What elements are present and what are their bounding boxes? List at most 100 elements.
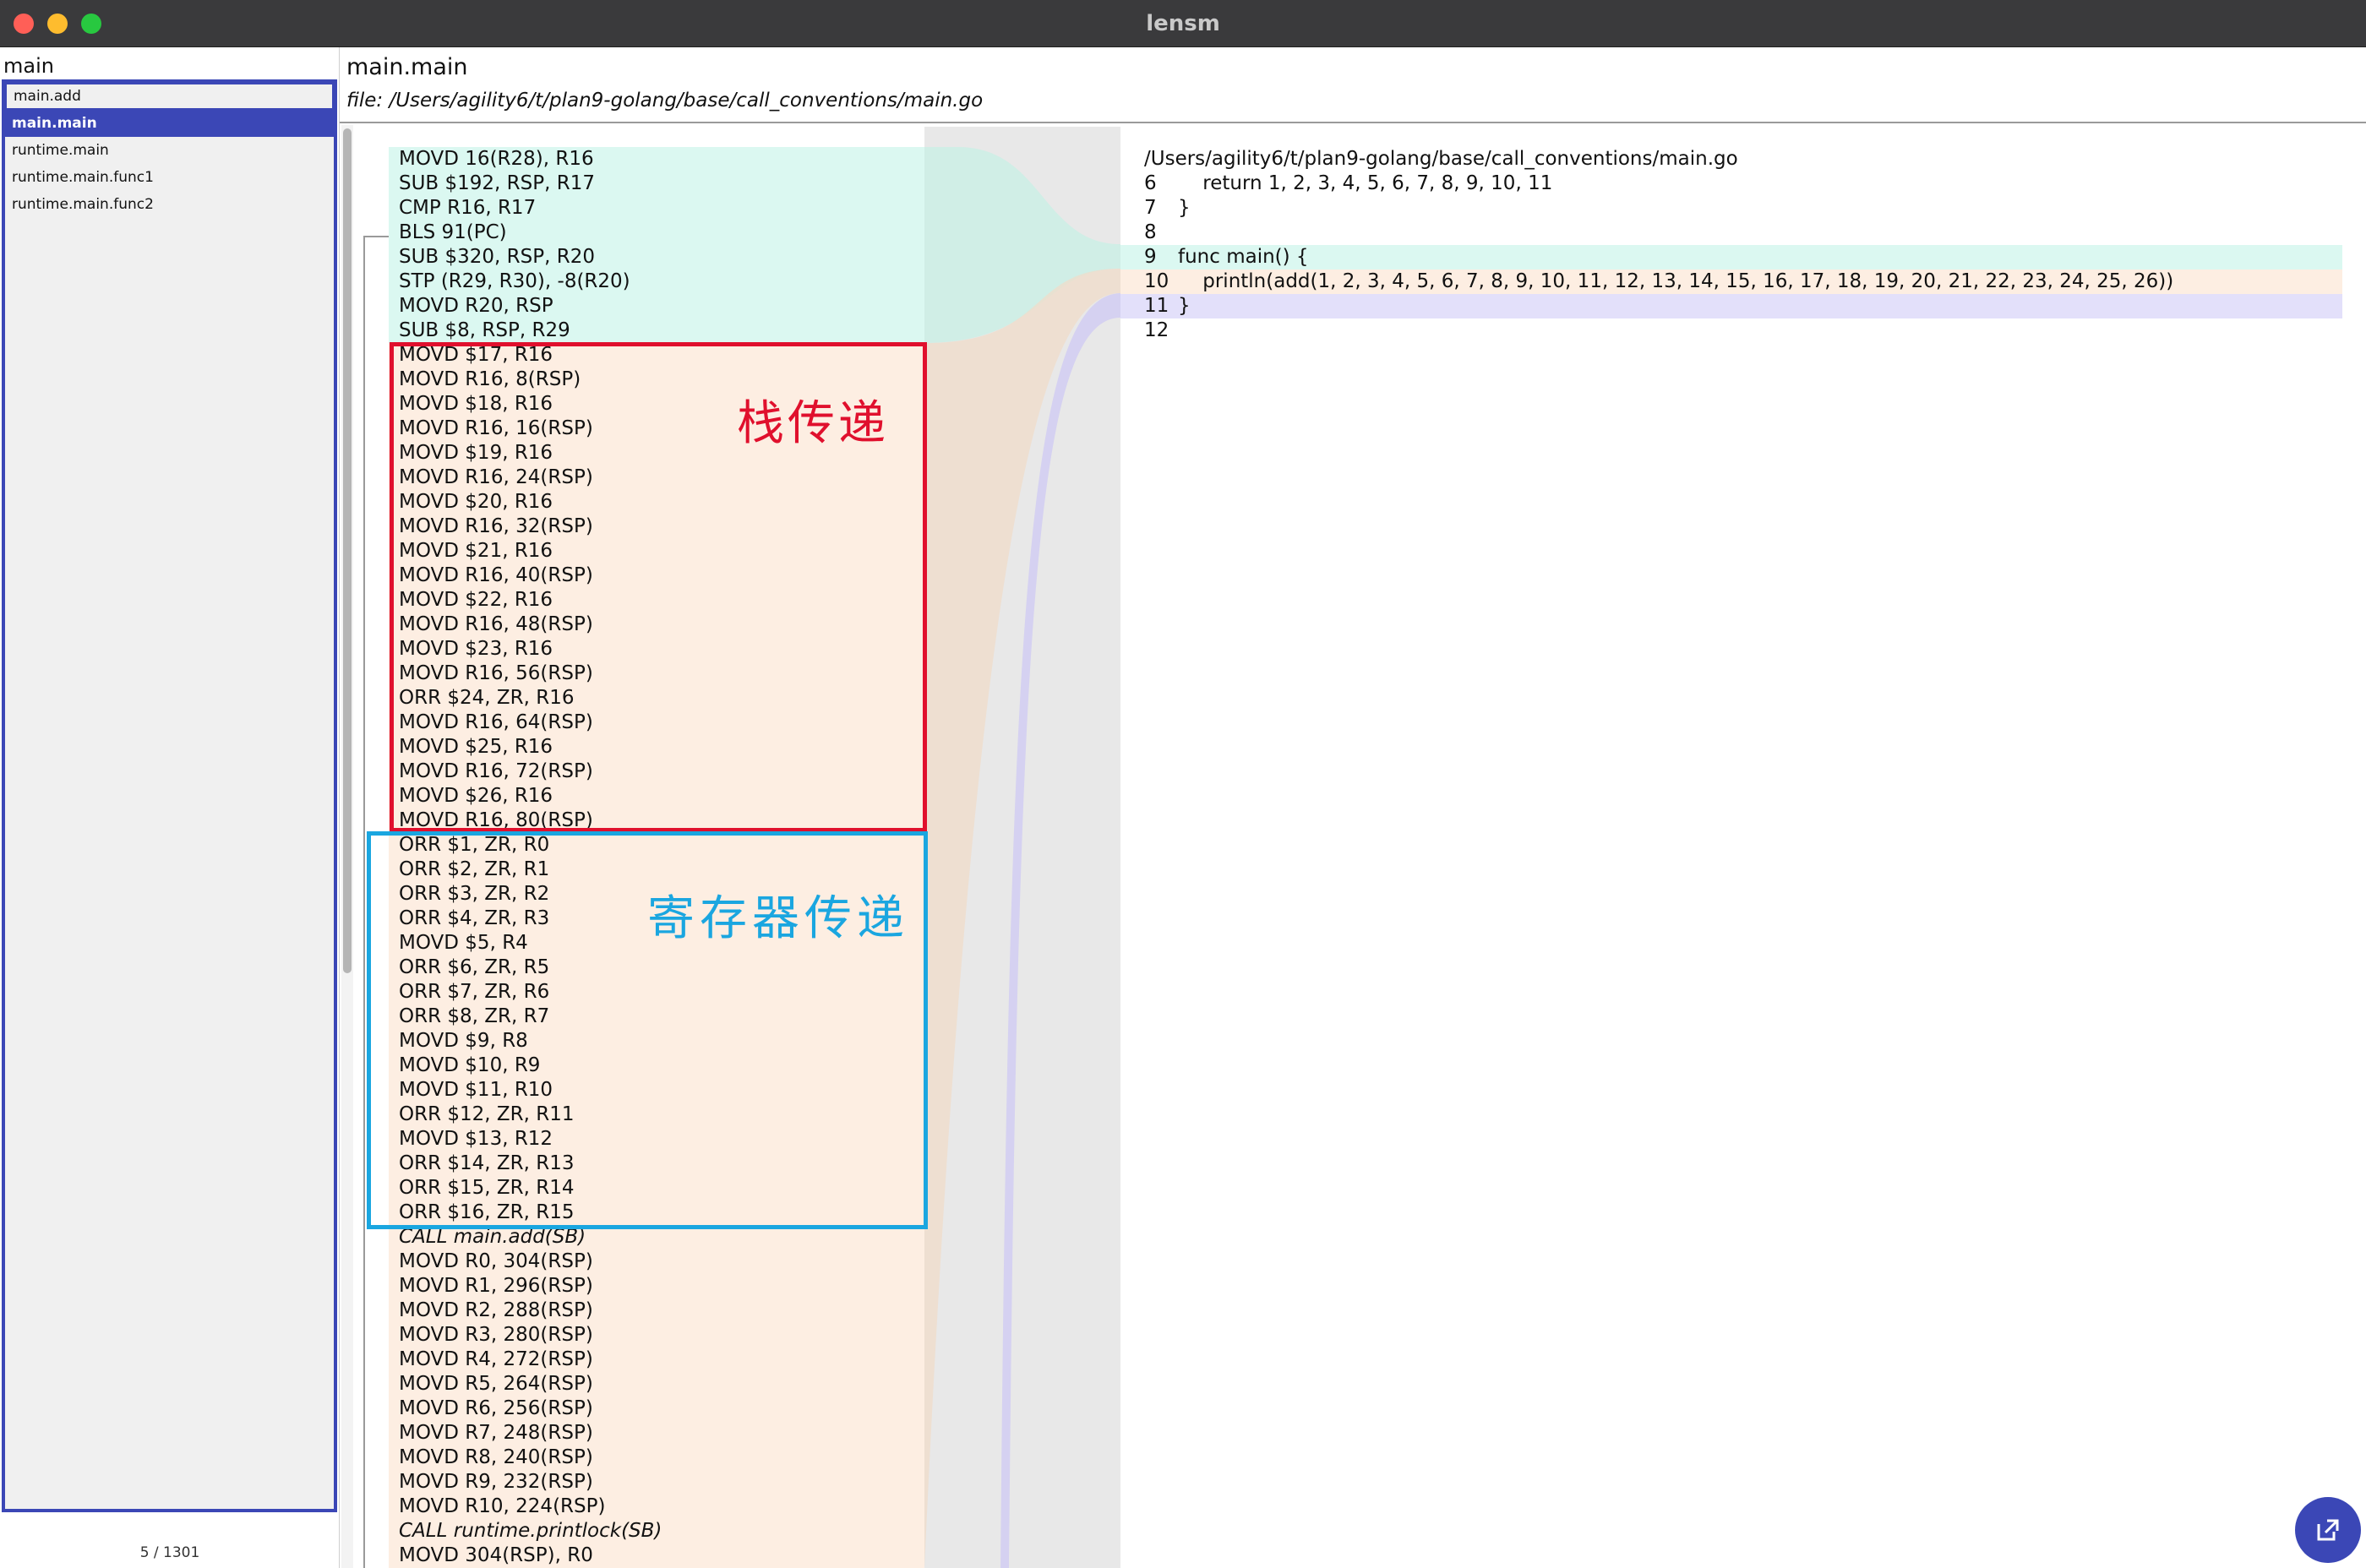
close-window-button[interactable] [14,14,34,34]
asm-instruction[interactable]: MOVD R16, 40(RSP) [399,564,593,586]
asm-instruction[interactable]: ORR $14, ZR, R13 [399,1152,575,1174]
asm-instruction[interactable]: ORR $15, ZR, R14 [399,1177,575,1199]
asm-instruction[interactable]: ORR $8, ZR, R7 [399,1005,550,1027]
asm-instruction[interactable]: MOVD $19, R16 [399,442,553,464]
asm-instruction[interactable]: ORR $16, ZR, R15 [399,1201,575,1223]
flow-line-10 [924,269,1120,1568]
asm-instruction[interactable]: BLS 91(PC) [399,221,507,243]
asm-instruction[interactable]: MOVD $20, R16 [399,491,553,513]
source-line-number: 11 [1144,295,1169,317]
asm-instruction[interactable]: MOVD $23, R16 [399,638,553,660]
source-line[interactable]: 8 [1120,220,2342,245]
function-filter-input[interactable] [3,51,333,81]
asm-instruction[interactable]: ORR $24, ZR, R16 [399,687,575,709]
asm-instruction[interactable]: MOVD $18, R16 [399,393,553,415]
asm-instruction[interactable]: MOVD R16, 8(RSP) [399,368,581,390]
asm-instruction[interactable]: MOVD R2, 288(RSP) [399,1299,593,1321]
asm-instruction[interactable]: MOVD R16, 32(RSP) [399,515,593,537]
jump-line-start [363,236,390,237]
asm-instruction[interactable]: CALL main.add(SB) [399,1226,586,1248]
asm-instruction[interactable]: SUB $192, RSP, R17 [399,172,595,194]
header-divider [340,122,2366,123]
maximize-window-button[interactable] [81,14,101,34]
asm-instruction[interactable]: ORR $2, ZR, R1 [399,858,550,880]
asm-scrollbar-thumb[interactable] [343,128,352,973]
asm-instruction[interactable]: MOVD R4, 272(RSP) [399,1348,593,1370]
asm-instruction[interactable]: MOVD R7, 248(RSP) [399,1422,593,1444]
source-line[interactable]: 10 println(add(1, 2, 3, 4, 5, 6, 7, 8, 9… [1120,270,2342,294]
asm-instruction[interactable]: MOVD R0, 304(RSP) [399,1250,593,1272]
source-line[interactable]: 12 [1120,318,2342,343]
source-line-code: println(add(1, 2, 3, 4, 5, 6, 7, 8, 9, 1… [1178,270,2174,292]
asm-instruction[interactable]: MOVD $26, R16 [399,785,553,807]
register-passing-label: 寄存器传递 [647,891,909,946]
asm-instruction[interactable]: MOVD R16, 24(RSP) [399,466,593,488]
asm-instruction[interactable]: MOVD R16, 48(RSP) [399,613,593,635]
function-list-item[interactable]: runtime.main.func2 [12,196,154,213]
asm-instruction[interactable]: ORR $6, ZR, R5 [399,956,550,978]
asm-instruction[interactable]: MOVD R3, 280(RSP) [399,1324,593,1346]
function-list-item[interactable]: main.main [5,110,334,137]
asm-instruction[interactable]: MOVD R9, 232(RSP) [399,1471,593,1493]
asm-instruction[interactable]: MOVD R6, 256(RSP) [399,1397,593,1419]
asm-instruction[interactable]: MOVD $5, R4 [399,932,528,954]
source-line-code: } [1178,295,1191,317]
asm-instruction[interactable]: MOVD R16, 16(RSP) [399,417,593,439]
function-list-item[interactable]: runtime.main [12,142,109,159]
asm-instruction[interactable]: MOVD $17, R16 [399,344,553,366]
flow-line-9 [924,147,1120,343]
asm-instruction[interactable]: MOVD $22, R16 [399,589,553,611]
source-line[interactable]: 7} [1120,196,2342,220]
source-line-number: 7 [1144,197,1157,219]
asm-instruction[interactable]: MOVD R10, 224(RSP) [399,1495,606,1517]
asm-instruction[interactable]: SUB $8, RSP, R29 [399,319,570,341]
asm-instruction[interactable]: MOVD $11, R10 [399,1079,553,1101]
open-external-button[interactable] [2295,1497,2361,1563]
asm-instruction[interactable]: MOVD R20, RSP [399,295,553,317]
function-list-item[interactable]: runtime.main.func1 [12,169,154,186]
asm-instruction[interactable]: MOVD R16, 72(RSP) [399,760,593,782]
jump-line [363,237,365,1568]
asm-instruction[interactable]: MOVD 16(R28), R16 [399,148,594,170]
asm-instruction[interactable]: MOVD R8, 240(RSP) [399,1446,593,1468]
asm-instruction[interactable]: ORR $1, ZR, R0 [399,834,550,856]
asm-instruction[interactable]: ORR $3, ZR, R2 [399,883,550,905]
asm-instruction[interactable]: ORR $4, ZR, R3 [399,907,550,929]
asm-instruction[interactable]: MOVD $13, R12 [399,1128,553,1150]
stack-passing-label: 栈传递 [737,396,889,451]
asm-instruction[interactable]: CALL runtime.printlock(SB) [399,1520,662,1542]
asm-instruction[interactable]: CMP R16, R17 [399,197,537,219]
asm-instruction[interactable]: ORR $7, ZR, R6 [399,981,550,1003]
asm-instruction[interactable]: MOVD $9, R8 [399,1030,528,1052]
source-line-number: 6 [1144,172,1157,194]
asm-instruction[interactable]: MOVD 304(RSP), R0 [399,1544,593,1566]
source-line-number: 10 [1144,270,1169,292]
asm-instruction[interactable]: ORR $12, ZR, R11 [399,1103,575,1125]
source-mapping-flows [924,147,1120,1568]
asm-instruction[interactable]: STP (R29, R30), -8(R20) [399,270,630,292]
function-list-item[interactable]: main.add [5,83,334,110]
asm-instruction[interactable]: MOVD R16, 56(RSP) [399,662,593,684]
asm-instruction[interactable]: MOVD R1, 296(RSP) [399,1275,593,1297]
asm-instruction[interactable]: MOVD $21, R16 [399,540,553,562]
source-line[interactable]: 6 return 1, 2, 3, 4, 5, 6, 7, 8, 9, 10, … [1120,172,2342,196]
source-lines: 6 return 1, 2, 3, 4, 5, 6, 7, 8, 9, 10, … [1120,172,2342,343]
title-bar: lensm [0,0,2366,47]
asm-instruction[interactable]: MOVD R16, 64(RSP) [399,711,593,733]
source-panel: /Users/agility6/t/plan9-golang/base/call… [1120,127,2366,1568]
asm-instruction[interactable]: SUB $320, RSP, R20 [399,246,595,268]
asm-instruction[interactable]: MOVD $25, R16 [399,736,553,758]
asm-instruction[interactable]: MOVD R5, 264(RSP) [399,1373,593,1395]
flow-line-11 [1000,293,1120,1568]
stack-passing-annotation-box [390,342,927,832]
asm-instruction[interactable]: MOVD $10, R9 [399,1054,541,1076]
asm-instruction[interactable]: MOVD R16, 80(RSP) [399,809,593,831]
source-line[interactable]: 11} [1120,294,2342,318]
open-external-icon [2317,1519,2339,1541]
minimize-window-button[interactable] [47,14,68,34]
function-title: main.main [346,54,468,80]
